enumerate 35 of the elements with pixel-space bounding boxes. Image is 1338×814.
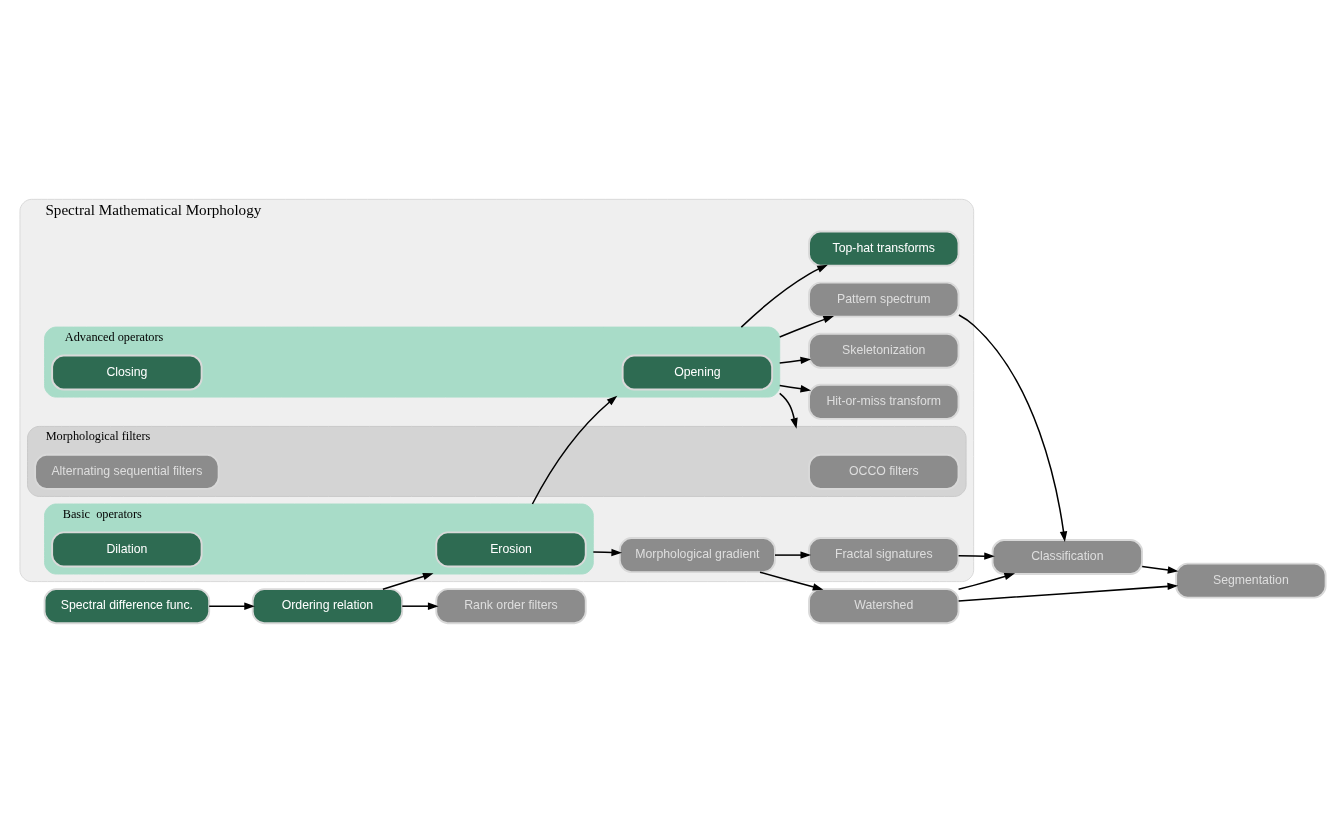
node-box: Opening bbox=[621, 354, 774, 390]
arrow bbox=[740, 264, 828, 328]
arrow bbox=[957, 572, 1016, 590]
arrow bbox=[531, 395, 618, 505]
arrow bbox=[592, 548, 622, 556]
node-box: Hit-or-miss transform bbox=[808, 383, 960, 420]
node-box: Segmentation bbox=[1175, 562, 1327, 599]
node-box: OCCO filters bbox=[808, 453, 960, 490]
arrow bbox=[401, 601, 439, 610]
arrow bbox=[778, 384, 812, 392]
node-box: Fractal signatures bbox=[808, 536, 960, 573]
node-box: Closing bbox=[51, 354, 203, 390]
node-box: Erosion bbox=[435, 530, 587, 567]
node-box: Morphological gradient bbox=[618, 536, 776, 573]
node-box: Dilation bbox=[51, 530, 203, 567]
arrow bbox=[778, 392, 798, 429]
arrow bbox=[382, 572, 434, 590]
arrow bbox=[778, 356, 812, 364]
arrow bbox=[774, 550, 812, 559]
node-box: Spectral difference func. bbox=[43, 587, 211, 624]
node-box: Top-hat transforms bbox=[808, 230, 960, 267]
arrow bbox=[208, 601, 255, 610]
arrow bbox=[958, 313, 1068, 542]
node-box: Classification bbox=[991, 538, 1143, 575]
arrow bbox=[957, 551, 995, 560]
node-box: Watershed bbox=[808, 587, 960, 624]
node-box: Alternating sequential filters bbox=[34, 453, 220, 490]
node-box: Skeletonization bbox=[808, 332, 960, 369]
arrow bbox=[1141, 565, 1179, 574]
arrow bbox=[957, 582, 1179, 602]
node-box: Pattern spectrum bbox=[808, 281, 960, 318]
arrow bbox=[778, 315, 834, 338]
arrow bbox=[759, 570, 824, 590]
node-box: Ordering relation bbox=[251, 587, 404, 624]
node-box: Rank order filters bbox=[435, 587, 587, 624]
